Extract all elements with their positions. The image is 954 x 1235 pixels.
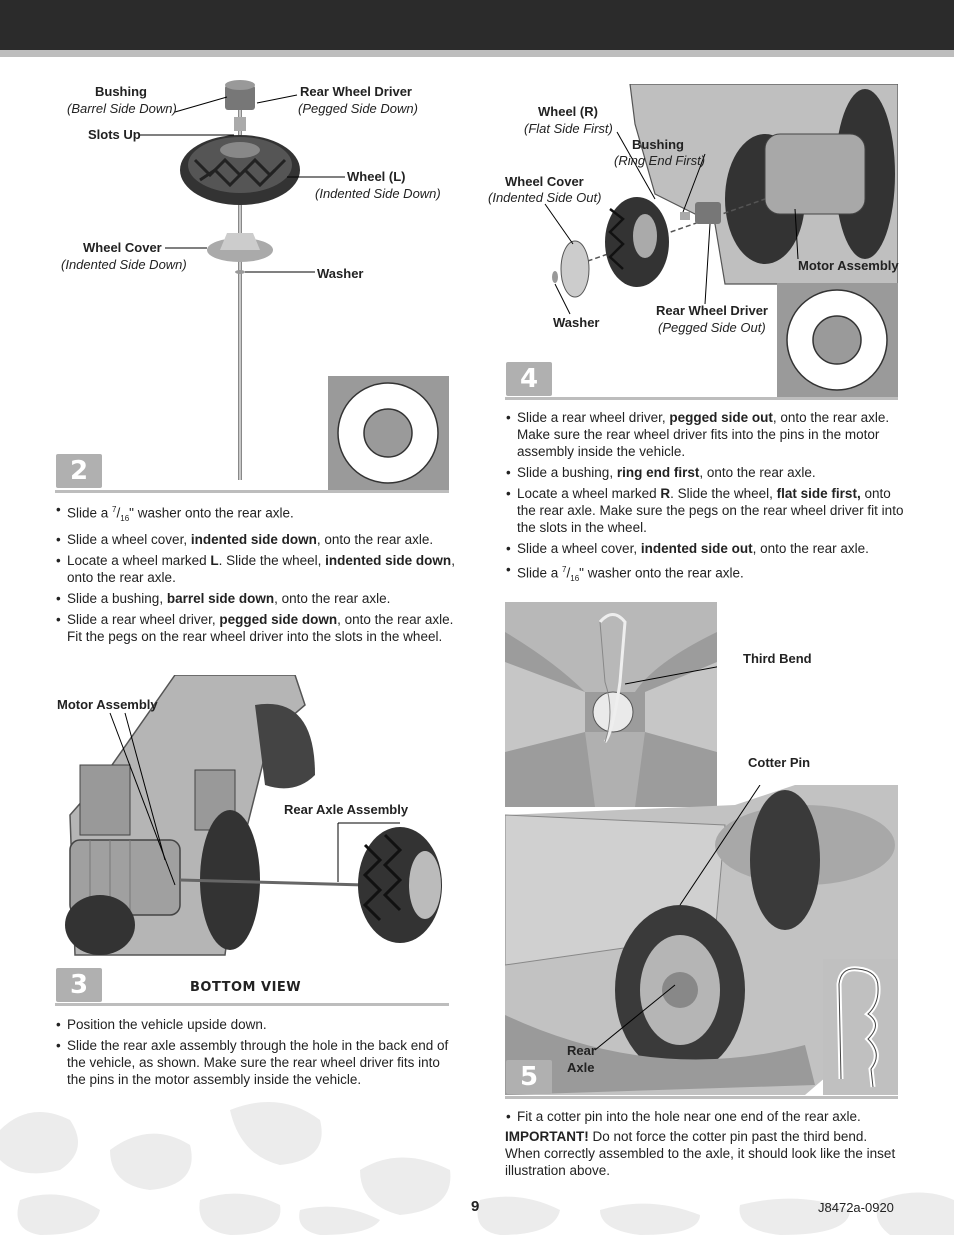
step5-instructions: Fit a cotter pin into the hole near one … (505, 1108, 912, 1129)
step5-divider (505, 1096, 898, 1099)
label-rear-axle-assembly: Rear Axle Assembly (284, 802, 409, 817)
list-item: Slide a bushing, barrel side down, onto … (56, 590, 462, 607)
list-item: Slide a rear wheel driver, pegged side o… (506, 409, 912, 460)
label-rear: Rear (567, 1043, 596, 1058)
label-rear-wheel-driver: Rear Wheel Driver (300, 84, 412, 99)
important-note: IMPORTANT! Do not force the cotter pin p… (505, 1129, 896, 1178)
step4-instructions: Slide a rear wheel driver, pegged side o… (505, 409, 912, 591)
label-rear-wheel-driver-sub: (Pegged Side Down) (298, 101, 418, 116)
step2-illustration (140, 80, 345, 480)
step4-illustration (544, 84, 898, 315)
label-rear-wheel-driver-4-sub: (Pegged Side Out) (658, 320, 766, 335)
label-wheel-cover-4-sub: (Indented Side Out) (488, 190, 602, 205)
label-washer: Washer (317, 266, 364, 281)
label-wheel-l-sub: (Indented Side Down) (315, 186, 441, 201)
step5-illustration (505, 785, 898, 1095)
label-wheel-cover: Wheel Cover (83, 240, 162, 255)
step2-instructions: Slide a 7/16" washer onto the rear axle.… (55, 501, 462, 649)
list-item: Slide a bushing, ring end first, onto th… (506, 464, 912, 481)
header-strip (0, 50, 954, 57)
list-item: Slide the rear axle assembly through the… (56, 1037, 462, 1088)
rear-wheel-driver-part (225, 85, 255, 110)
step2-divider (55, 490, 449, 493)
step2-number: 2 (56, 454, 102, 488)
list-item: Slide a wheel cover, indented side out, … (506, 540, 912, 557)
label-bushing-sub: (Barrel Side Down) (67, 101, 177, 116)
list-item: Slide a rear wheel driver, pegged side d… (56, 611, 462, 645)
label-motor-assembly: Motor Assembly (57, 697, 158, 712)
bottom-view-caption: BOTTOM VIEW (190, 980, 302, 995)
label-third-bend: Third Bend (743, 651, 812, 666)
label-slots-up: Slots Up (88, 127, 141, 142)
motor-assembly-part (764, 133, 866, 215)
label-bushing-4: Bushing (632, 137, 684, 152)
label-bushing: Bushing (95, 84, 147, 99)
list-item: Fit a cotter pin into the hole near one … (506, 1108, 912, 1125)
label-wheel-l: Wheel (L) (347, 169, 406, 184)
step4-number: 4 (506, 362, 552, 396)
page-number: 9 (471, 1198, 480, 1215)
label-rear-wheel-driver-4: Rear Wheel Driver (656, 303, 768, 318)
label-wheel-cover-4: Wheel Cover (505, 174, 584, 189)
step3-illustration (65, 675, 442, 956)
list-item: Slide a 7/16" washer onto the rear axle. (56, 501, 462, 527)
step5-number: 5 (506, 1060, 552, 1094)
list-item: Slide a wheel cover, indented side down,… (56, 531, 462, 548)
list-item: Locate a wheel marked L. Slide the wheel… (56, 552, 462, 586)
step3-instructions: Position the vehicle upside down. Slide … (55, 1016, 462, 1092)
cotter-pin-inset (823, 959, 898, 1095)
label-cotter-pin: Cotter Pin (748, 755, 811, 770)
label-motor-assembly-4: Motor Assembly (798, 258, 899, 273)
list-item: Position the vehicle upside down. (56, 1016, 462, 1033)
step4-divider (505, 397, 898, 400)
doc-code: J8472a-0920 (818, 1200, 894, 1215)
step3-number: 3 (56, 968, 102, 1002)
header-bar (0, 0, 954, 50)
label-wheel-r-sub: (Flat Side First) (524, 121, 613, 136)
wheel-cover-part (560, 240, 590, 298)
label-wheel-cover-sub: (Indented Side Down) (61, 257, 187, 272)
list-item: Slide a 7/16" washer onto the rear axle. (506, 561, 912, 587)
label-bushing-4-sub: (Ring End First) (614, 153, 706, 168)
cotter-pin-closeup (505, 602, 717, 807)
washer-inset-4 (777, 283, 898, 398)
label-washer-4: Washer (553, 315, 600, 330)
step3-divider (55, 1003, 449, 1006)
label-axle: Axle (567, 1060, 595, 1075)
list-item: Locate a wheel marked R. Slide the wheel… (506, 485, 912, 536)
label-wheel-r: Wheel (R) (538, 104, 598, 119)
camo-background (0, 1102, 954, 1235)
washer-inset (328, 376, 449, 491)
